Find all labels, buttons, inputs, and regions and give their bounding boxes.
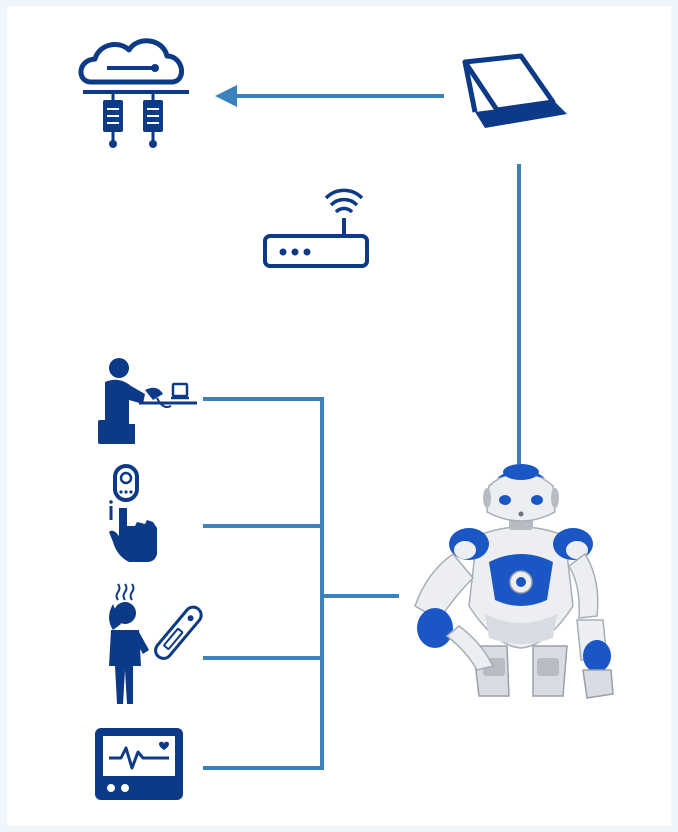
sick-person-thermometer-icon [109,583,203,704]
wifi-router-icon [263,188,369,268]
diagram-canvas [7,6,671,826]
cloud-server-icon [78,38,189,148]
connector-lines [203,94,521,770]
blood-pressure-measurement-icon [98,358,197,444]
arrowhead-to-cloud-icon [215,85,237,107]
humanoid-robot-icon [414,464,614,699]
finger-pulse-oximeter-icon [109,464,157,562]
laptop-icon [462,53,567,128]
diagram-svg [78,38,614,800]
ecg-monitor-icon [95,728,183,800]
